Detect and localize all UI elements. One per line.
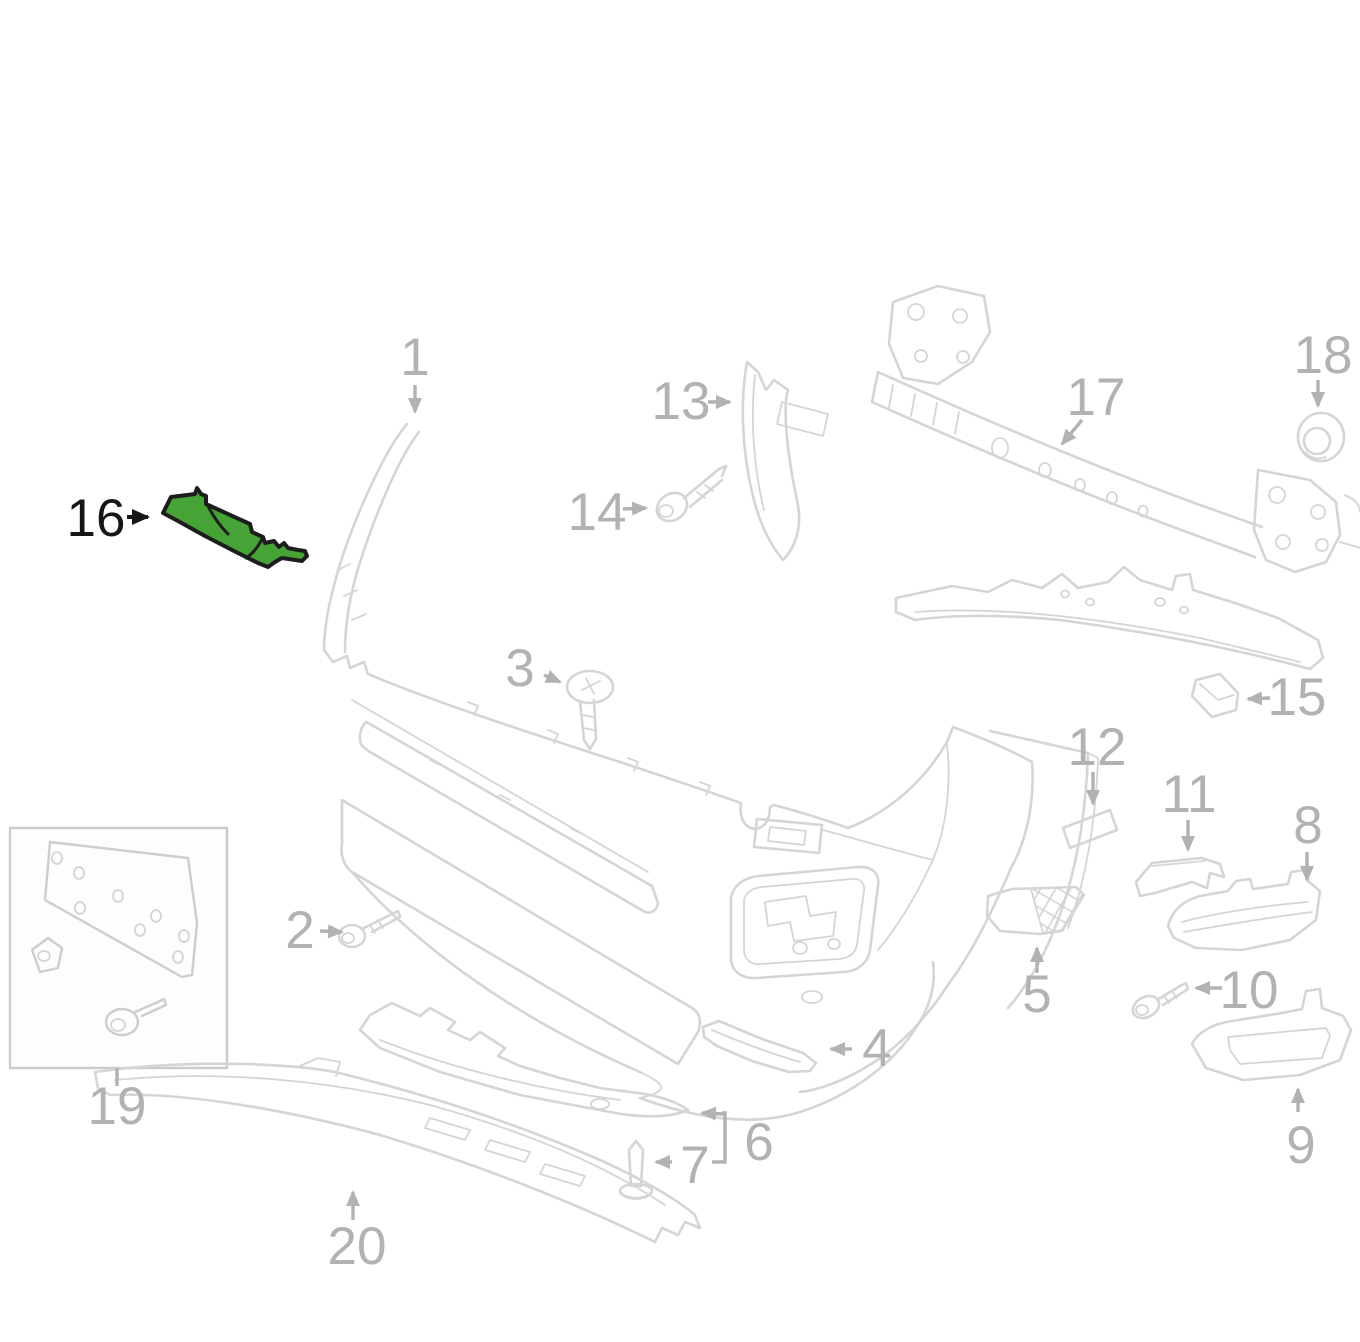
callout-6: 6	[700, 1106, 774, 1172]
callout-3: 3	[505, 639, 562, 698]
callout-13: 13	[652, 372, 732, 431]
part-19-license-bracket-box	[8, 826, 229, 1070]
callout-3-arrow	[543, 669, 562, 684]
part-15-clip-drawing	[1190, 672, 1240, 719]
callout-12: 12	[1068, 718, 1127, 806]
callout-1: 1	[400, 328, 430, 414]
callout-2: 2	[285, 901, 344, 960]
part-1-bumper-cover-drawing	[322, 422, 1099, 1121]
part-4-trim-drawing	[701, 1019, 818, 1074]
callout-19-label: 19	[88, 1077, 147, 1136]
callout-8-label: 8	[1293, 796, 1322, 855]
part-2-fastener-drawing	[337, 909, 402, 949]
callout-10-label: 10	[1220, 961, 1279, 1020]
callout-7: 7	[654, 1136, 710, 1195]
callout-18: 18	[1294, 326, 1353, 408]
part-12-plate-drawing	[1061, 808, 1119, 850]
part-20-deflector-drawing	[93, 1057, 702, 1244]
callout-2-arrow	[319, 924, 344, 939]
callout-5: 5	[1022, 946, 1052, 1024]
part-5-grille-insert-drawing	[985, 885, 1086, 936]
callout-9: 9	[1286, 1087, 1316, 1175]
part-7-pin-drawing	[618, 1139, 654, 1200]
part-9-lamp-drawing	[1190, 987, 1353, 1082]
callout-10: 10	[1194, 961, 1279, 1020]
part-11-bracket-drawing	[1134, 856, 1226, 898]
callout-14: 14	[568, 483, 648, 542]
part-6-shield-drawing	[358, 1001, 690, 1118]
part-16-highlighted-bracket	[161, 486, 309, 569]
callout-6-label: 6	[744, 1113, 773, 1172]
part-17-impact-bar-drawing	[870, 284, 1360, 671]
part-8-lamp-drawing	[1166, 868, 1322, 952]
callout-17-arrow	[1060, 418, 1084, 446]
part-10-screw-drawing	[1131, 981, 1190, 1020]
callout-13-label: 13	[652, 372, 711, 431]
callout-17: 17	[1060, 368, 1126, 446]
callouts: 1 2 3 4 5 6 7 8	[67, 326, 1353, 1276]
callout-17-label: 17	[1067, 368, 1126, 427]
callout-2-label: 2	[285, 901, 314, 960]
callout-20-label: 20	[328, 1217, 387, 1276]
callout-14-label: 14	[568, 483, 627, 542]
callout-16-label: 16	[67, 489, 126, 548]
callout-15: 15	[1246, 668, 1327, 727]
callout-4: 4	[829, 1019, 892, 1078]
part-3-screw-drawing	[565, 669, 615, 751]
callout-16-highlighted: 16	[67, 489, 150, 548]
callout-11: 11	[1161, 765, 1217, 852]
callout-19: 19	[88, 1068, 147, 1136]
callout-18-label: 18	[1294, 326, 1353, 385]
callout-6-arrow	[700, 1106, 725, 1121]
part-14-bolt-drawing	[655, 464, 728, 523]
callout-7-label: 7	[680, 1136, 709, 1195]
part-13-bracket-drawing	[741, 360, 829, 562]
callout-6-bracket	[712, 1111, 727, 1164]
callout-3-label: 3	[505, 639, 534, 698]
callout-4-label: 4	[862, 1019, 891, 1078]
callout-20: 20	[328, 1190, 387, 1276]
callout-1-label: 1	[400, 328, 429, 387]
callout-9-label: 9	[1286, 1116, 1315, 1175]
callout-12-label: 12	[1068, 718, 1127, 777]
callout-15-arrow	[1246, 691, 1271, 706]
callout-8: 8	[1293, 796, 1323, 882]
callout-5-label: 5	[1022, 965, 1051, 1024]
part-18-grommet-drawing	[1296, 411, 1346, 463]
callout-11-label: 11	[1161, 765, 1216, 824]
callout-15-label: 15	[1268, 668, 1327, 727]
callout-14-arrow	[622, 501, 648, 516]
